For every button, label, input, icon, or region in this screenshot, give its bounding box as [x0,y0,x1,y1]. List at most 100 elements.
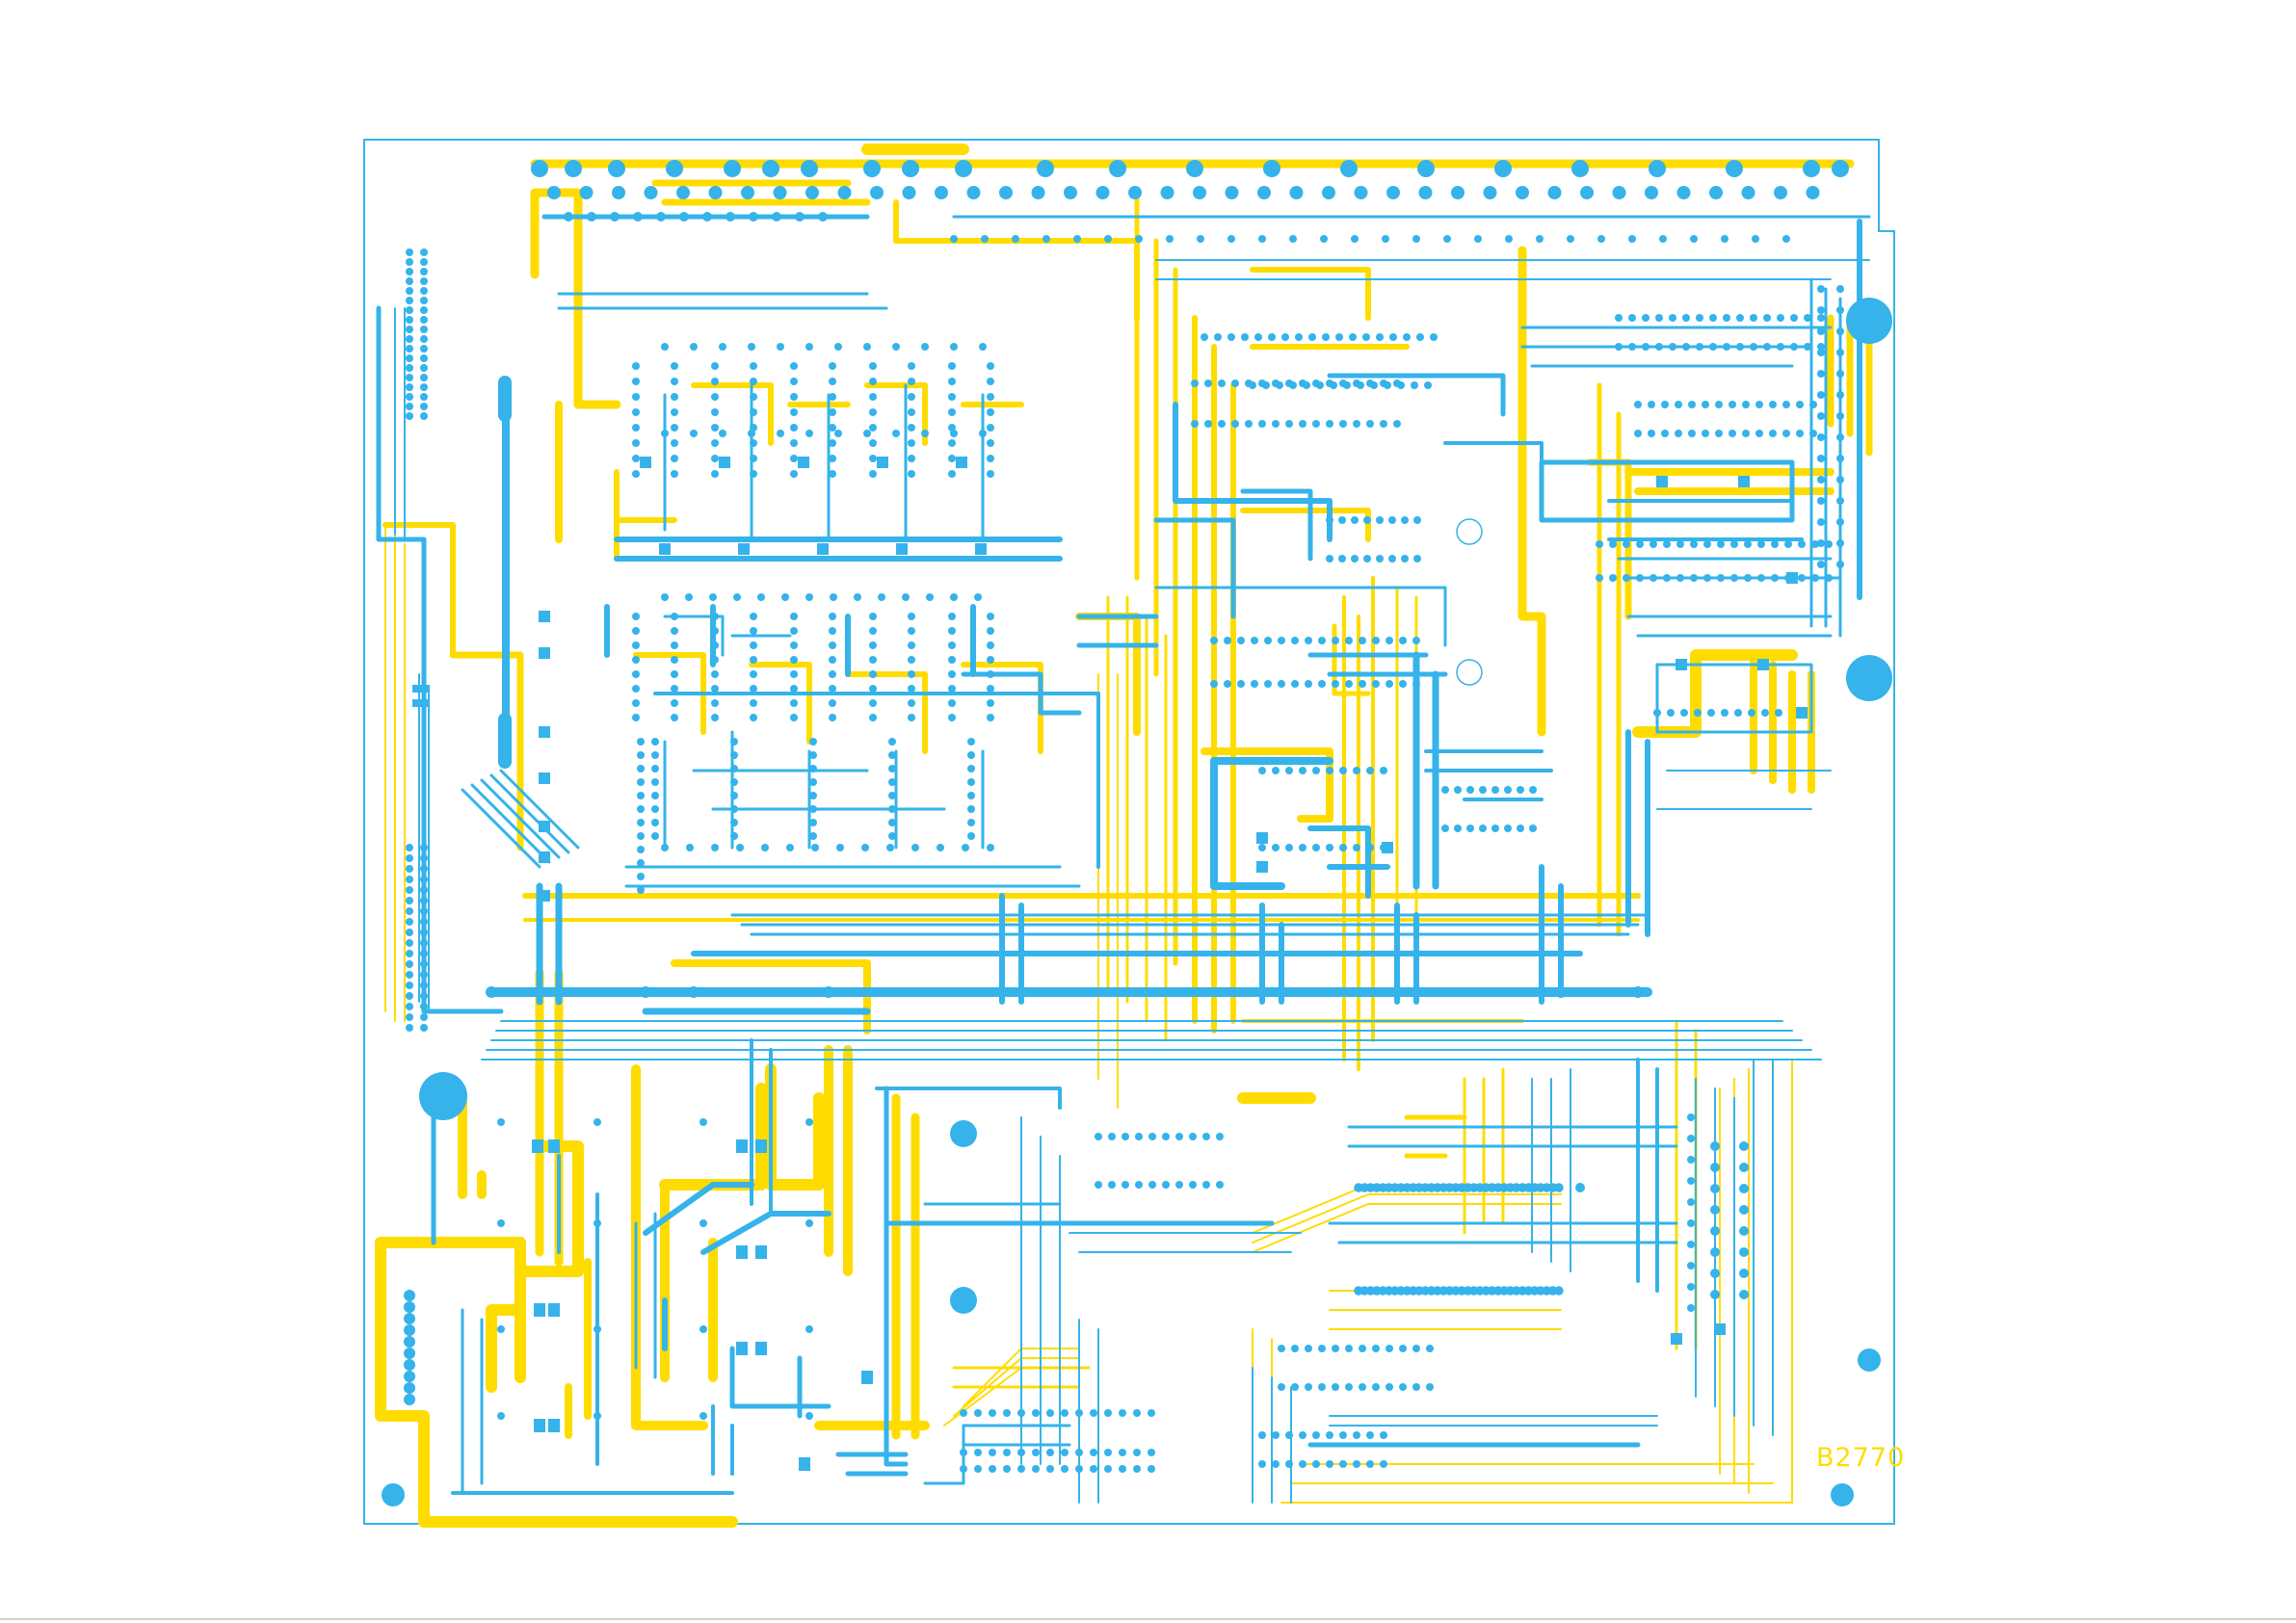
via-icon [1687,1262,1695,1270]
via-icon [1707,709,1715,717]
pad-icon [1256,861,1268,873]
via-icon [1744,574,1752,582]
via-icon [1412,680,1420,688]
via-icon [1191,380,1199,387]
via-icon [1362,333,1370,341]
via-icon [1669,343,1676,351]
via-icon [809,778,817,786]
via-icon [1687,1283,1695,1291]
via-icon [1258,420,1266,428]
via-icon [1202,1133,1210,1140]
via-icon [1339,420,1347,428]
via-icon [1104,1409,1112,1417]
via-icon [1012,235,1019,243]
via-icon [829,656,836,664]
via-icon [1412,1345,1420,1352]
via-icon [1663,540,1671,548]
via-icon [750,378,757,385]
via-icon [863,160,881,177]
via-icon [1210,680,1218,688]
via-icon [1032,1449,1040,1456]
via-icon [1355,186,1368,199]
via-icon [1399,637,1407,644]
via-icon [950,593,958,601]
via-icon [1388,516,1396,524]
via-icon [750,627,757,635]
mounting-hole-icon [382,1483,405,1506]
via-icon [632,613,640,620]
via-icon [1095,1181,1102,1189]
via-icon [1216,1181,1224,1189]
via-icon [962,844,969,851]
mounting-hole-icon [1831,1483,1854,1506]
pad-icon [719,457,730,468]
via-icon [420,374,428,381]
pad-icon [412,685,430,693]
pad-icon [755,1139,767,1153]
via-icon [534,986,545,998]
via-icon [1750,314,1757,322]
via-icon [1285,844,1293,851]
pad-icon [539,647,550,659]
via-icon [1224,637,1231,644]
via-icon [1186,160,1203,177]
via-icon [1817,476,1825,484]
via-icon [420,316,428,324]
pad-icon [975,543,987,555]
via-icon [948,656,956,664]
bottom-trace [1243,510,1368,539]
via-icon [1723,343,1730,351]
via-icon [750,408,757,416]
via-icon [987,627,994,635]
via-icon [699,1325,707,1333]
via-icon [406,249,413,256]
via-icon [1119,1409,1126,1417]
pad-icon [1714,1323,1726,1335]
via-icon [892,343,900,351]
via-icon [790,685,798,693]
bottom-trace [1522,250,1542,732]
via-icon [1836,455,1844,462]
via-icon [1202,1181,1210,1189]
via-icon [948,439,956,447]
via-icon [1505,235,1513,243]
pad-icon [799,1457,810,1471]
via-icon [908,714,915,721]
via-icon [1386,1345,1393,1352]
via-icon [1289,381,1297,389]
via-icon [1609,574,1617,582]
via-icon [1399,1383,1407,1391]
pad-icon [1382,842,1393,853]
via-icon [805,1412,813,1420]
via-icon [637,819,645,826]
via-icon [967,765,975,772]
via-icon [1096,186,1110,199]
via-icon [989,1409,996,1417]
top-trace [1330,1223,1676,1243]
via-icon [1104,1465,1112,1473]
via-icon [1687,1156,1695,1164]
via-icon [908,439,915,447]
via-icon [1254,333,1262,341]
via-icon [671,641,678,649]
via-icon [637,778,645,786]
via-icon [406,326,413,333]
via-icon [711,685,719,693]
via-icon [632,685,640,693]
via-icon [686,844,694,851]
via-icon [809,765,817,772]
via-icon [1312,1431,1320,1439]
via-icon [1299,844,1306,851]
via-icon [1380,1460,1387,1468]
via-icon [1817,285,1825,293]
via-icon [1571,160,1589,177]
via-icon [711,627,719,635]
via-icon [1454,786,1462,794]
via-icon [1064,186,1077,199]
via-icon [1729,430,1736,437]
via-icon [1676,540,1684,548]
via-icon [1135,1181,1143,1189]
via-icon [757,593,765,601]
via-icon [1628,235,1636,243]
